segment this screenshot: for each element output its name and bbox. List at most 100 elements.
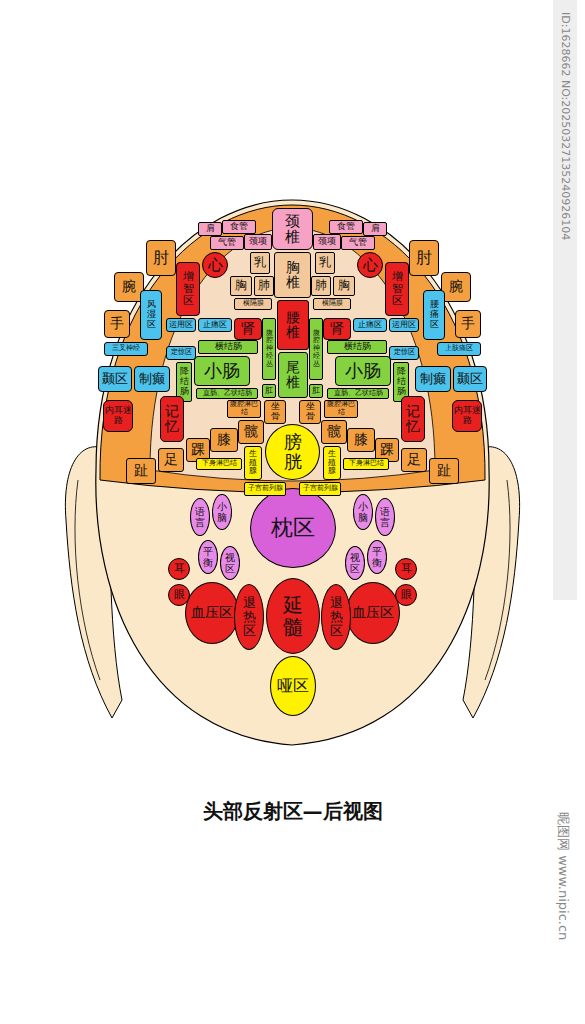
reflex-zone: 直肠、乙状结肠 xyxy=(327,388,389,399)
zone-label: 膝 xyxy=(217,432,231,447)
reflex-zone: 下身淋巴结 xyxy=(196,458,242,470)
zone-label: 坐骨 xyxy=(306,402,315,422)
zone-label: 降结肠 xyxy=(180,367,189,397)
zone-label: 膝 xyxy=(354,432,368,447)
reflex-zone: 子宫前列腺 xyxy=(244,482,286,496)
reflex-zone: 运用区 xyxy=(389,318,419,332)
reflex-zone: 风湿区 xyxy=(140,290,162,340)
zone-label: 耳 xyxy=(401,563,412,575)
right-ear-fold xyxy=(485,480,510,680)
zone-label: 颈项 xyxy=(249,237,267,247)
zone-label: 肘 xyxy=(416,249,432,267)
reflex-zone: 心 xyxy=(202,252,228,278)
zone-label: 增智区 xyxy=(183,271,194,307)
zone-label: 内耳迷路 xyxy=(453,406,481,426)
zone-label: 乳 xyxy=(254,256,266,269)
zone-label: 肺 xyxy=(315,279,327,292)
zone-label: 颈项 xyxy=(318,237,336,247)
diagram-title: 头部反射区—后视图 xyxy=(0,798,585,825)
reflex-zone: 耳 xyxy=(395,558,417,580)
zone-label: 语言 xyxy=(380,506,390,528)
left-ear-fold xyxy=(75,480,100,680)
zone-label: 内耳迷路 xyxy=(104,406,132,426)
zone-label: 膀胱 xyxy=(284,432,302,472)
zone-label: 心 xyxy=(363,257,378,274)
zone-label: 髋 xyxy=(244,424,258,439)
reflex-zone: 肛 xyxy=(309,384,323,398)
zone-label: 血压区 xyxy=(191,605,233,620)
zone-label: 腹腔淋巴结 xyxy=(228,401,260,416)
reflex-zone: 手 xyxy=(104,310,130,338)
zone-label: 退热区 xyxy=(330,596,343,639)
reflex-zone: 延髓 xyxy=(266,578,320,654)
reflex-zone: 记忆 xyxy=(401,396,425,442)
zone-label: 下身淋巴结 xyxy=(349,460,384,468)
zone-label: 子宫前列腺 xyxy=(303,485,338,493)
zone-label: 血压区 xyxy=(352,605,394,620)
reflex-zone: 小肠 xyxy=(335,356,391,386)
watermark: 昵图网 www.nipic.cn xyxy=(554,812,572,940)
zone-label: 手 xyxy=(461,316,475,331)
reflex-zone: 定惊区 xyxy=(389,346,419,360)
zone-label: 下身淋巴结 xyxy=(202,460,237,468)
zone-label: 肾 xyxy=(330,321,344,336)
zone-label: 视区 xyxy=(225,552,235,574)
reflex-zone: 趾 xyxy=(126,458,156,484)
zone-label: 肘 xyxy=(153,249,169,267)
reflex-zone: 手 xyxy=(455,310,481,338)
reflex-zone: 胸 xyxy=(230,276,252,296)
zone-label: 肩 xyxy=(371,224,380,234)
zone-label: 腹腔淋巴结 xyxy=(325,401,357,416)
zone-label: 乳 xyxy=(319,256,331,269)
reflex-zone: 平衡 xyxy=(367,540,387,574)
watermark: ID:1628662 NO:20250327135240926104 xyxy=(559,12,572,240)
cap-outer xyxy=(100,205,485,493)
reflex-zone: 哑区 xyxy=(270,656,316,716)
reflex-zone: 视区 xyxy=(220,546,240,580)
reflex-zone: 肩 xyxy=(198,222,222,236)
zone-label: 胸 xyxy=(338,279,350,292)
reflex-zone: 肾 xyxy=(234,318,262,340)
reflex-zone: 髋 xyxy=(321,420,347,444)
reflex-zone: 生殖腺 xyxy=(323,446,341,480)
zone-label: 枕区 xyxy=(271,516,315,540)
reflex-zone: 肺 xyxy=(311,276,331,296)
zone-label: 小肠 xyxy=(345,361,381,381)
zone-label: 腰椎 xyxy=(286,310,300,341)
reflex-zone: 心 xyxy=(357,252,383,278)
reflex-zone: 内耳迷路 xyxy=(452,400,482,432)
zone-label: 眼 xyxy=(401,589,412,601)
reflex-zone: 内耳迷路 xyxy=(103,400,133,432)
reflex-zone: 食管 xyxy=(222,220,256,234)
zone-label: 腹腔神经丛 xyxy=(266,330,273,368)
zone-label: 哑区 xyxy=(277,677,309,695)
reflex-zone: 腹腔淋巴结 xyxy=(324,400,358,418)
reflex-zone: 横隔膜 xyxy=(234,298,272,310)
reflex-zone: 枕区 xyxy=(250,488,336,568)
zone-label: 胸 xyxy=(235,279,247,292)
zone-label: 平衡 xyxy=(372,546,382,568)
reflex-zone: 增智区 xyxy=(385,262,409,316)
reflex-zone: 颞区 xyxy=(453,366,487,392)
reflex-zone: 下身淋巴结 xyxy=(343,458,389,470)
zone-label: 食管 xyxy=(230,222,248,232)
reflex-zone: 髋 xyxy=(238,420,264,444)
reflex-zone: 增智区 xyxy=(176,262,200,316)
reflex-zone: 肺 xyxy=(254,276,274,296)
reflex-zone: 颈项 xyxy=(313,234,341,250)
zone-label: 风湿区 xyxy=(147,300,156,330)
zone-label: 视区 xyxy=(350,552,360,574)
reflex-zone: 横结肠 xyxy=(198,340,258,354)
reflex-zone: 小脑 xyxy=(353,494,373,530)
zone-label: 心 xyxy=(208,257,223,274)
reflex-zone: 足 xyxy=(401,448,427,472)
reflex-zone: 腕 xyxy=(441,272,471,302)
zone-label: 运用区 xyxy=(169,321,193,330)
reflex-zone: 语言 xyxy=(190,498,210,536)
reflex-zone: 腹腔神经丛 xyxy=(309,318,323,380)
zone-label: 平衡 xyxy=(203,546,213,568)
zone-label: 生殖腺 xyxy=(328,450,336,476)
reflex-zone: 气管 xyxy=(341,236,375,250)
reflex-zone: 坐骨 xyxy=(299,400,321,424)
zone-label: 定惊区 xyxy=(394,349,415,357)
